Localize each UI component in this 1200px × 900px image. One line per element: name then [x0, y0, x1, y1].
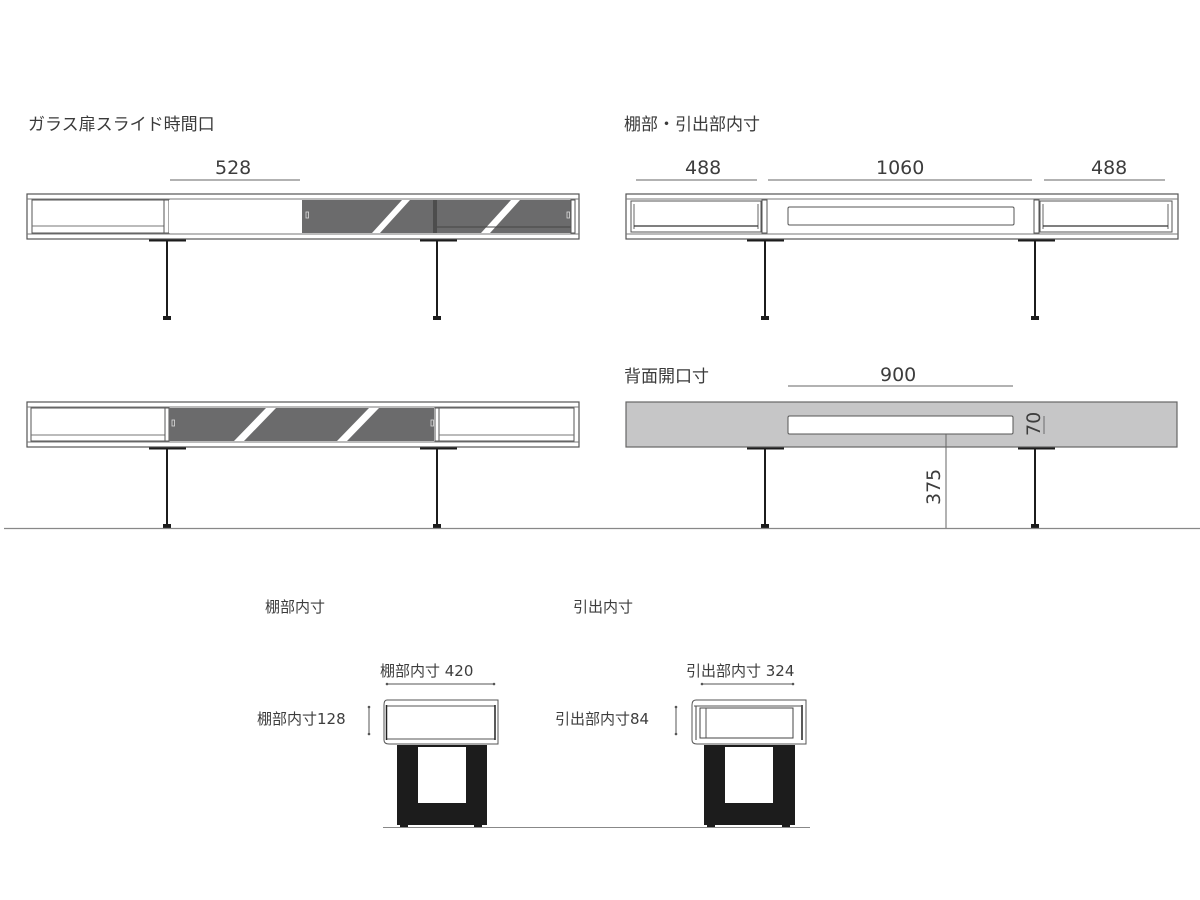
dim-label-1060: 1060 [876, 157, 925, 179]
opening-area [169, 200, 301, 233]
back-cable-opening [787, 415, 1014, 435]
legs [149, 447, 457, 528]
view-shelf-section [367, 682, 540, 828]
legs [747, 447, 1055, 528]
glass-door-1 [302, 200, 434, 233]
drawer-box [699, 707, 794, 739]
dim-label-488-right: 488 [1091, 157, 1128, 179]
dim-label-shelf-height: 棚部内寸128 [257, 710, 346, 728]
view-title-back-opening: 背面開口寸 [624, 367, 709, 387]
view-drawer-section [540, 682, 810, 828]
view-glass-closed [26, 401, 580, 528]
view-title-glass-slide: ガラス扉スライド時間口 [28, 115, 215, 135]
dim-label-900: 900 [880, 364, 917, 386]
dim-label-375: 375 [923, 468, 945, 505]
leg-frame [704, 745, 795, 825]
left-shelf [630, 200, 762, 233]
center-drawer [787, 206, 1015, 226]
leg-frame [397, 745, 487, 825]
view-glass-slide [26, 179, 580, 320]
left-shelf-compartment [31, 199, 165, 234]
view-title-drawer-section: 引出内寸 [573, 598, 634, 616]
dim-label-drawer-width: 引出部内寸 324 [686, 662, 795, 680]
legs [747, 239, 1055, 320]
view-inner-dims [625, 179, 1179, 320]
dim-label-shelf-width: 棚部内寸 420 [380, 662, 474, 680]
view-title-shelf-section: 棚部内寸 [265, 598, 326, 616]
view-title-inner-dims: 棚部・引出部内寸 [624, 115, 760, 135]
dim-label-70: 70 [1023, 411, 1045, 436]
dim-label-528: 528 [215, 157, 252, 179]
right-shelf [1039, 200, 1173, 233]
dim-label-drawer-height: 引出部内寸84 [555, 710, 650, 728]
legs [149, 239, 457, 320]
dim-label-488-left: 488 [685, 157, 722, 179]
view-back-opening [625, 385, 1178, 528]
glass-doors-closed [169, 408, 434, 441]
